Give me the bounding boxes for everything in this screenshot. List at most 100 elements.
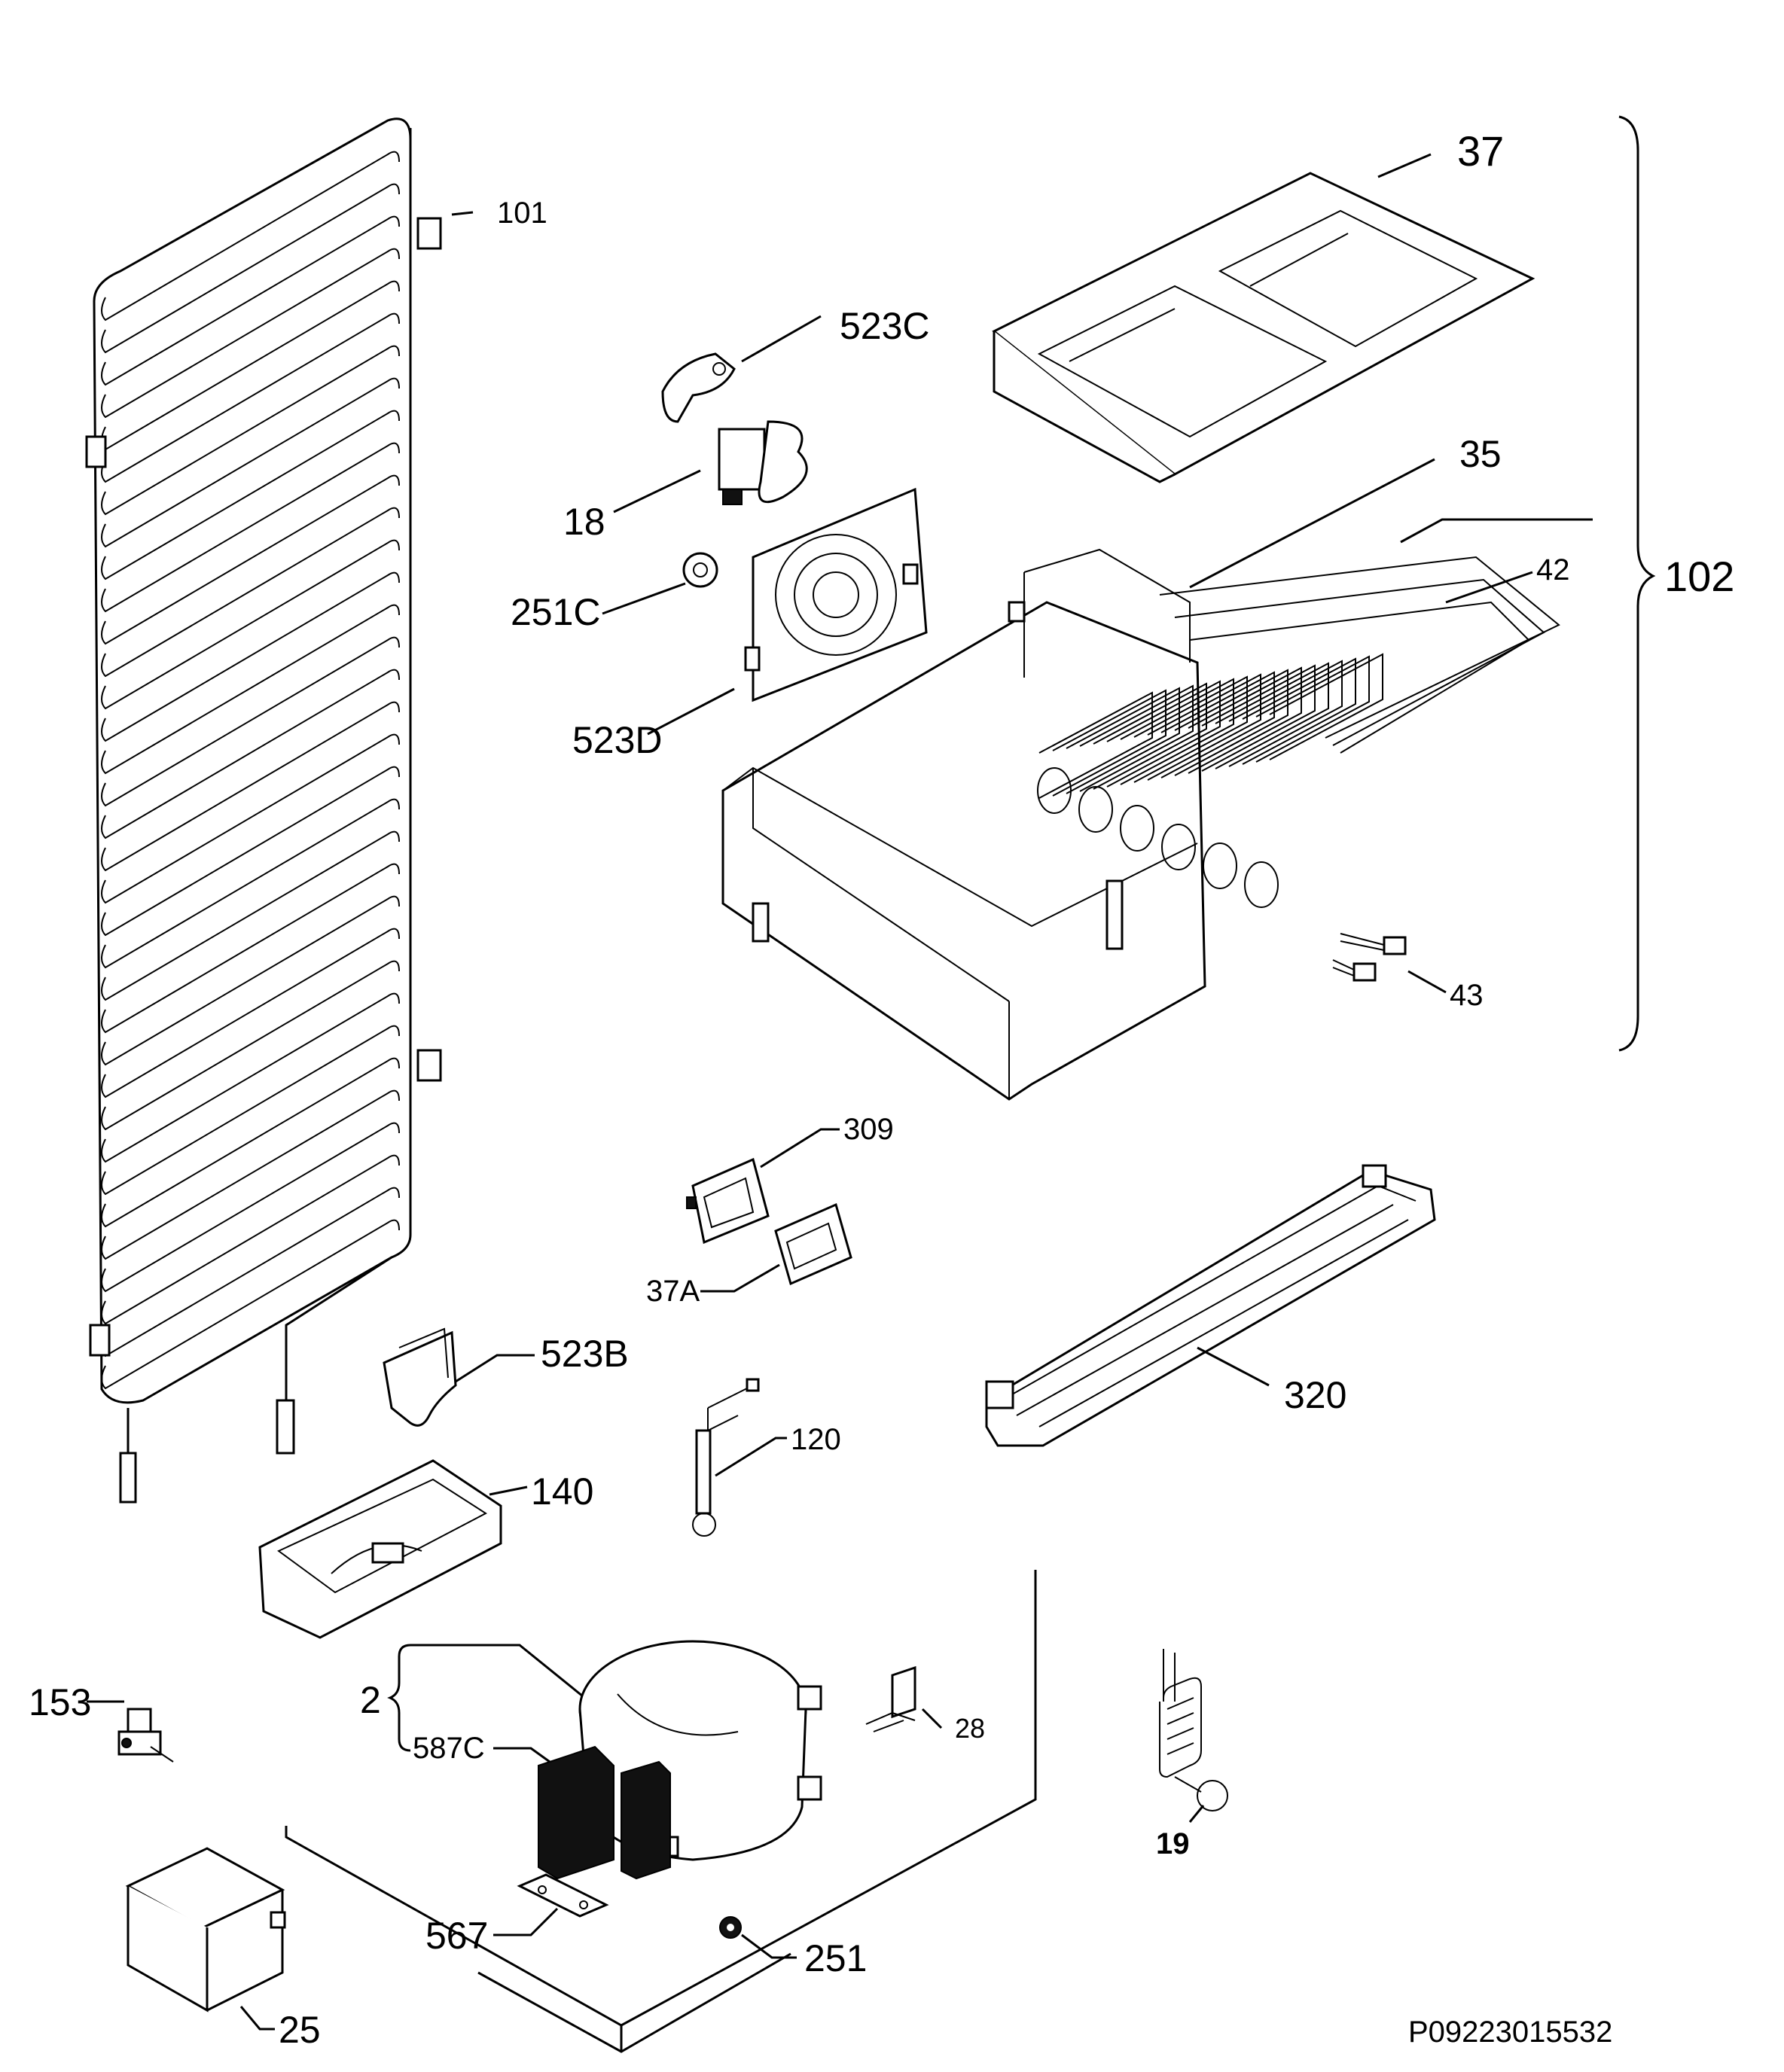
label-251: 251 — [804, 1937, 867, 1979]
evaporator-tube-bend — [1078, 786, 1113, 833]
fan-shroud-523D[interactable] — [744, 487, 928, 702]
leader-523B — [455, 1354, 535, 1383]
relay-587C[interactable] — [538, 1745, 671, 1880]
condenser-tube-row — [101, 895, 400, 1066]
evaporator-fin — [1106, 680, 1221, 788]
leader-evap-top — [1400, 518, 1593, 544]
compressor-2[interactable] — [578, 1640, 822, 1861]
label-102: 102 — [1664, 553, 1734, 600]
label-2: 2 — [360, 1679, 381, 1721]
leader-25 — [239, 2006, 275, 2031]
evaporator-fin — [1160, 671, 1275, 779]
label-19: 19 — [1156, 1827, 1190, 1860]
condenser-tube-row — [101, 604, 400, 775]
condenser-tube-row — [101, 798, 400, 969]
leader-567 — [493, 1907, 559, 1936]
condenser-tube-row — [101, 410, 400, 580]
control-module-309[interactable] — [686, 1157, 770, 1245]
leader-587C — [493, 1747, 550, 1763]
mounting-plate-567[interactable] — [517, 1873, 609, 1918]
label-523C: 523C — [840, 305, 930, 347]
condenser-tube-row — [101, 280, 400, 451]
evaporator-fin — [1038, 691, 1153, 799]
label-37A: 37A — [646, 1275, 700, 1308]
condenser-tube-row — [101, 992, 400, 1163]
drip-tray-140[interactable] — [258, 1459, 502, 1639]
condenser-tube-row — [101, 377, 400, 548]
evaporator-fin — [1079, 684, 1194, 792]
condenser-tube-row — [101, 1025, 400, 1196]
condenser-tube-row — [101, 1122, 400, 1293]
evaporator-tube-bend — [1037, 767, 1072, 814]
evaporator-assembly[interactable] — [721, 548, 1560, 1101]
condenser-tube-row — [101, 766, 400, 937]
label-251C: 251C — [511, 591, 601, 633]
label-523D: 523D — [572, 719, 663, 761]
evaporator-fin — [1215, 662, 1329, 769]
condenser-tube-row — [101, 669, 400, 839]
evaporator-fin — [1188, 666, 1302, 774]
condenser-tube-row — [101, 345, 400, 516]
condenser-tube-row — [101, 863, 400, 1034]
leader-101 — [451, 211, 474, 216]
condenser-tube-row — [101, 151, 400, 321]
evaporator-fin — [1228, 660, 1343, 767]
label-523B: 523B — [541, 1333, 629, 1375]
condenser-tube-row — [101, 701, 400, 872]
leader-140 — [489, 1485, 528, 1496]
condenser-tube-row — [101, 960, 400, 1131]
leader-28 — [921, 1708, 943, 1729]
condenser-tube-row — [101, 1219, 400, 1390]
condenser-tube-row — [101, 571, 400, 742]
evaporator-fin — [1242, 657, 1356, 765]
condenser-tube-row — [101, 248, 400, 419]
evaporator-fin — [1255, 655, 1370, 763]
label-153: 153 — [29, 1681, 91, 1723]
condenser-coil[interactable] — [85, 117, 442, 1504]
electronic-board-37A[interactable] — [774, 1202, 852, 1286]
door-strip-320[interactable] — [985, 1164, 1436, 1447]
base-outline-2 — [477, 1952, 791, 2053]
condenser-tube-row — [101, 1089, 400, 1260]
label-140: 140 — [531, 1470, 593, 1513]
evaporator-cover-37[interactable] — [992, 172, 1535, 483]
label-567: 567 — [425, 1915, 488, 1957]
sensor-120[interactable] — [692, 1378, 760, 1537]
heater-19[interactable] — [1159, 1649, 1228, 1811]
condenser-tube-row — [101, 733, 400, 904]
diagram-id: P09223015532 — [1408, 2016, 1612, 2049]
leader-42 — [1445, 571, 1533, 604]
evaporator-fin — [1147, 673, 1261, 781]
fan-bracket-523C[interactable] — [661, 352, 736, 423]
label-309: 309 — [843, 1113, 894, 1146]
fan-motor-18[interactable] — [718, 420, 808, 505]
label-320: 320 — [1284, 1374, 1346, 1416]
fan-blade-hub-251C[interactable] — [682, 552, 718, 588]
leader-43 — [1407, 970, 1447, 994]
grommet-251[interactable] — [719, 1916, 742, 1939]
evaporator-tube-bend — [1244, 861, 1279, 908]
condenser-tube-row — [101, 1154, 400, 1325]
clip-28[interactable] — [865, 1665, 916, 1732]
evaporator-fin — [1269, 653, 1383, 760]
valve-153[interactable] — [117, 1708, 174, 1763]
evaporator-fin — [1066, 687, 1180, 794]
label-35: 35 — [1459, 433, 1502, 475]
leader-523D — [647, 687, 735, 736]
cover-25[interactable] — [125, 1847, 286, 2013]
condenser-tube-row — [101, 539, 400, 710]
brace-2 — [387, 1644, 411, 1752]
condenser-tube-row — [101, 1057, 400, 1228]
connectors-43[interactable] — [1332, 933, 1407, 982]
label-28: 28 — [955, 1713, 985, 1744]
condenser-tube-row — [101, 442, 400, 613]
evaporator-fin — [1201, 664, 1316, 772]
condenser-bracket-523B[interactable] — [383, 1327, 457, 1427]
leader-320 — [1197, 1346, 1270, 1387]
leader-18 — [613, 469, 701, 513]
evaporator-tube-bend — [1203, 843, 1237, 889]
bracket-102 — [1618, 115, 1656, 1052]
leader-251 — [741, 1933, 797, 1959]
label-120: 120 — [791, 1423, 841, 1456]
